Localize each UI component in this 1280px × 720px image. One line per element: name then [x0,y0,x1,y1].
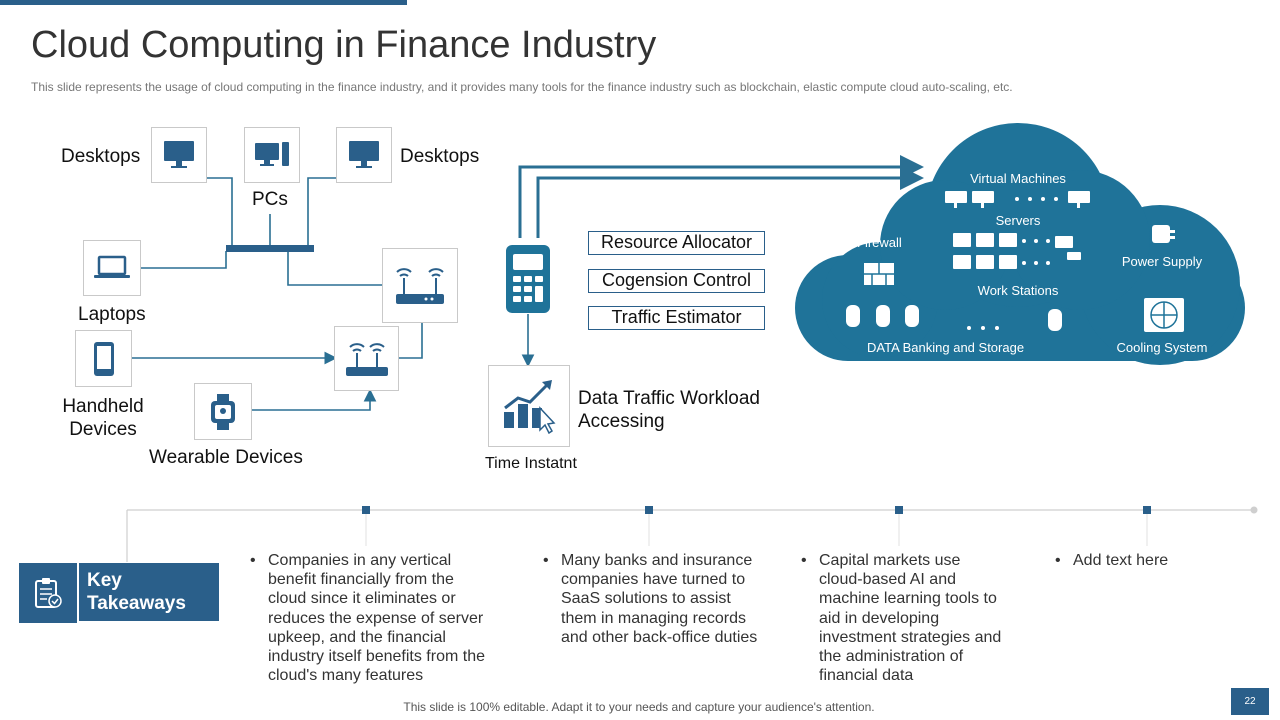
smartwatch-icon [211,393,235,430]
growth-chart-icon [504,380,556,434]
smartphone-icon [93,341,114,376]
slide-title: Cloud Computing in Finance Industry [31,24,657,66]
label-handheld-devices: Handheld Devices [62,396,144,440]
handheld-box [75,330,132,387]
connector-desktop-right [307,177,336,247]
takeaway-item-4: Add text here [1053,551,1223,570]
clipboard-check-icon [35,578,62,608]
takeaway-item-3: Capital markets use cloud-based AI and m… [799,551,1004,685]
label-desktops-right: Desktops [400,146,480,167]
cloud-label-firewall: Firewall [857,235,902,250]
page-number: 22 [1231,688,1269,715]
label-data-traffic: Data Traffic Workload Accessing [578,388,760,432]
cloud-label-cooling-system: Cooling System [1116,340,1208,355]
takeaways-timeline [126,506,1258,562]
laptop-icon [94,255,130,278]
takeaway-item-2: Many banks and insurance companies have … [541,551,766,647]
connector-cloud-upper [518,155,924,238]
label-wearable-devices: Wearable Devices [149,447,303,468]
connector-desktop-left [207,177,233,247]
pcs-box [244,127,300,183]
database-icon [846,305,1062,331]
wifi-router-icon [345,342,388,376]
key-takeaways-icon-box [19,563,77,623]
pc-tower-icon [255,142,289,166]
label-time-instant: Time Instatnt [485,455,577,472]
power-plug-icon [1152,225,1175,243]
connector-wearable [252,388,377,411]
cloud-label-servers: Servers [995,213,1041,228]
footer-note: This slide is 100% editable. Adapt it to… [403,700,875,714]
connector-cloud-lower [536,166,924,238]
cloud-label-virtual-machines: Virtual Machines [970,171,1066,186]
wifi-router-icon [396,267,444,304]
cloud-shape [795,123,1245,365]
wearable-box [194,383,252,440]
desktop-monitor-icon [164,141,194,168]
laptop-box [83,240,141,296]
label-laptops: Laptops [78,304,146,325]
cloud-label-work-stations: Work Stations [977,283,1059,298]
cloud-label-data-banking: DATA Banking and Storage [867,340,1025,355]
calculator-device-icon [506,245,550,313]
time-instant-box [488,365,570,447]
top-accent-bar [0,0,407,5]
connector-hub-router [287,251,382,286]
cloud-label-power-supply: Power Supply [1121,254,1203,269]
servers-icon [953,233,1081,269]
takeaway-item-1: Companies in any vertical benefit financ… [248,551,488,685]
vm-monitors-icon [945,191,1090,208]
connector-router-router [399,323,423,359]
slide-subtitle: This slide represents the usage of cloud… [31,80,1013,94]
key-takeaways-label: Key Takeaways [79,563,219,621]
traffic-estimator-box: Traffic Estimator [588,306,765,330]
resource-allocator-box: Resource Allocator [588,231,765,255]
router-box-upper [382,248,458,323]
router-box-lower [334,326,399,391]
desktop-left-box [151,127,207,183]
network-hub-bar [226,245,314,252]
desktop-right-box [336,127,392,183]
desktop-monitor-icon [349,141,379,168]
connector-laptops [141,251,227,269]
label-pcs: PCs [252,189,288,210]
cogension-control-box: Cogension Control [588,269,765,293]
label-desktops-left: Desktops [61,146,141,167]
